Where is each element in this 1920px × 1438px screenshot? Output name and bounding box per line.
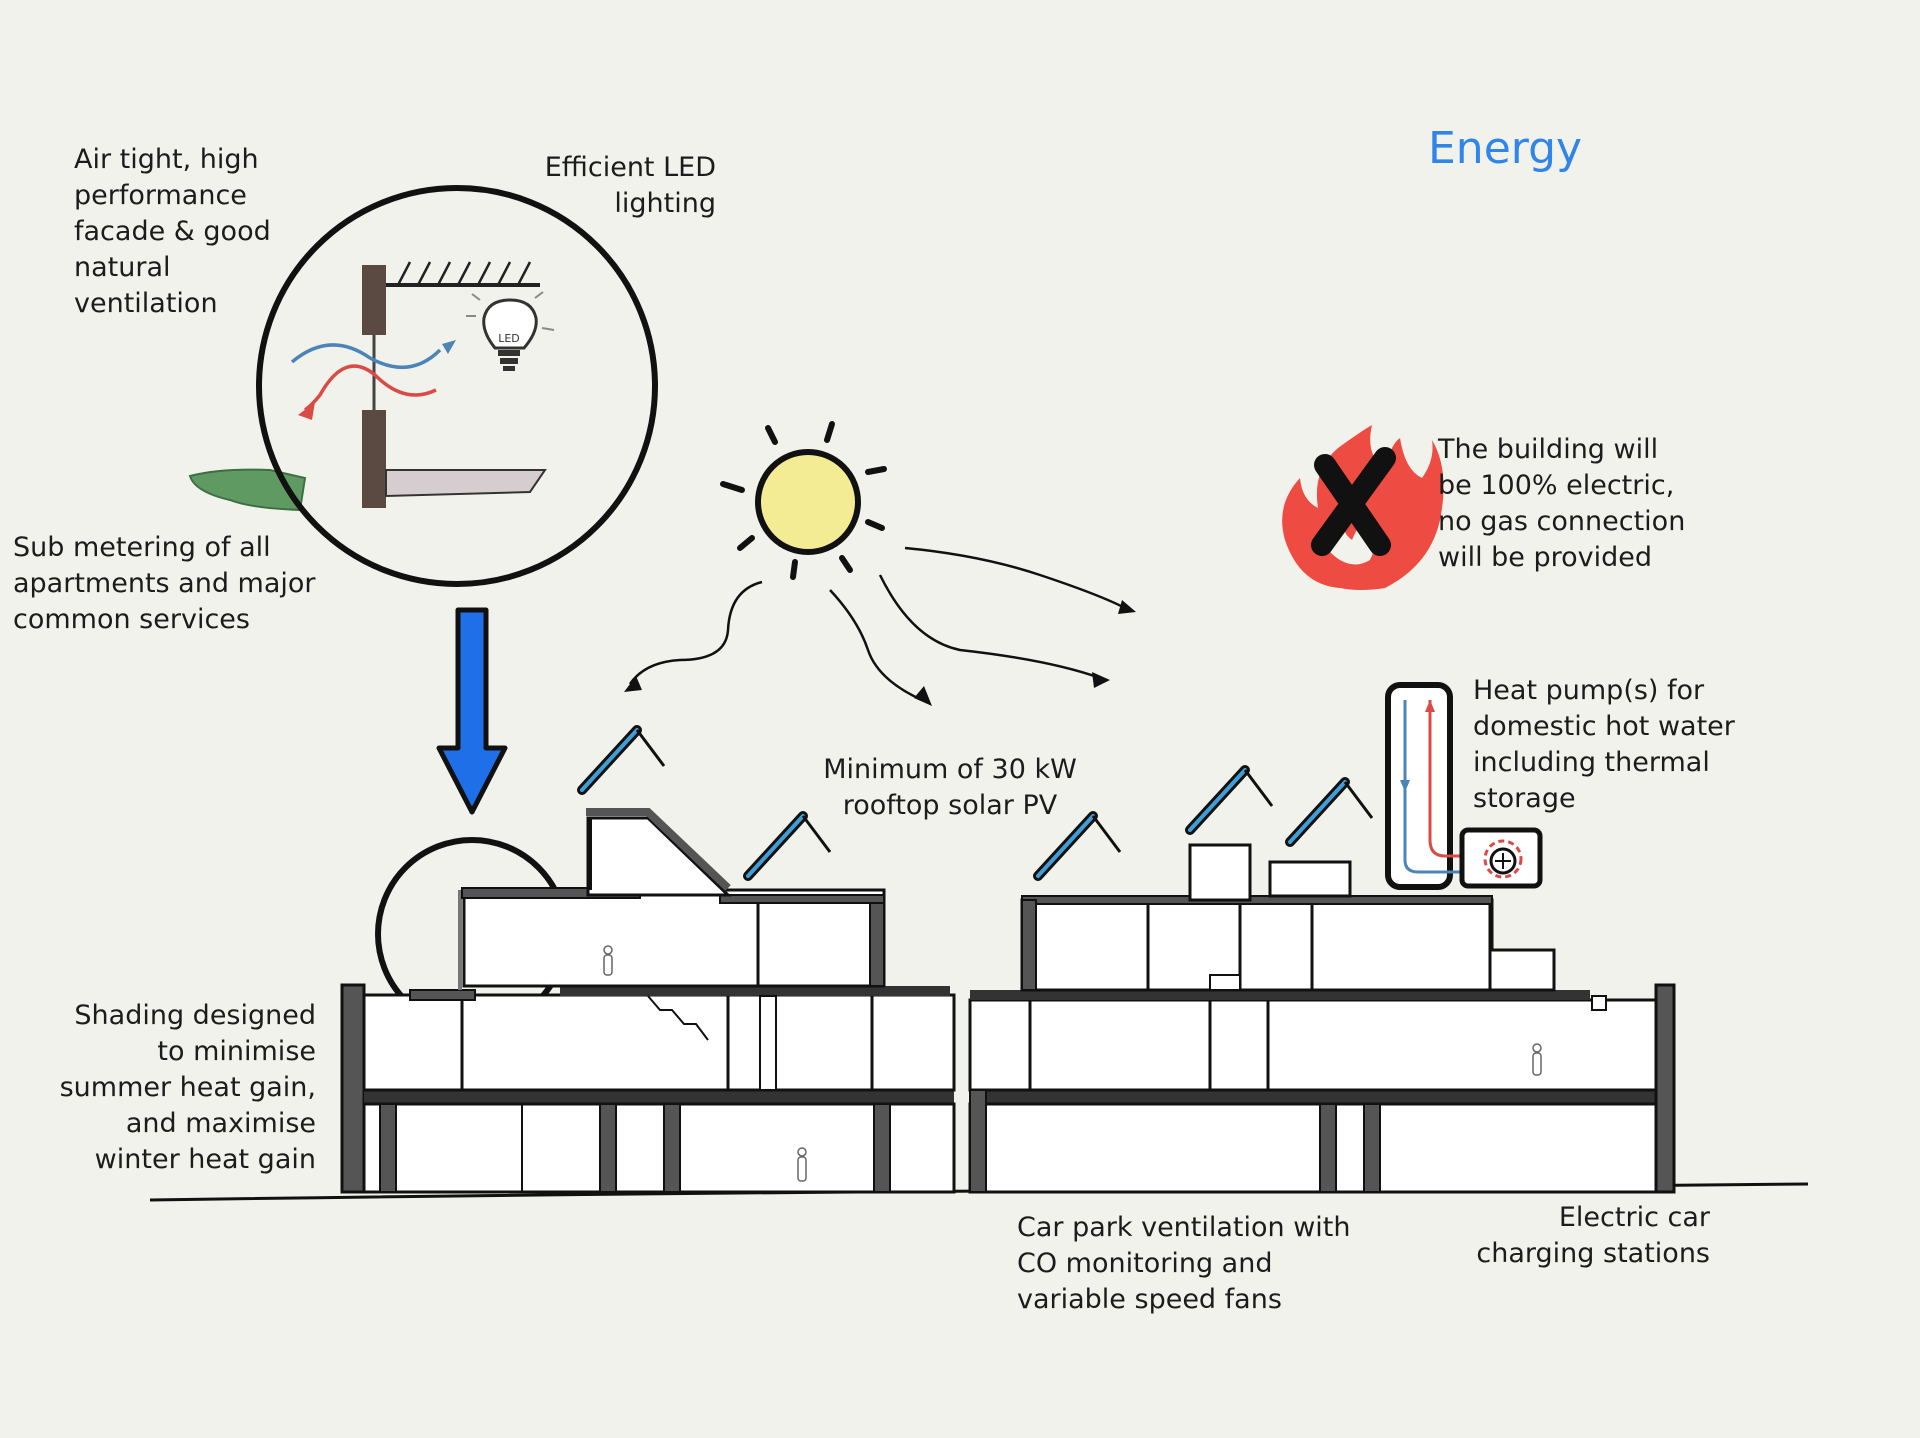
car-park-ventilation-label: Car park ventilation with CO monitoring … (1017, 1212, 1351, 1315)
floor-slab (385, 469, 547, 498)
facade-detail-callout: LED (188, 185, 658, 587)
ceiling-hatching (396, 261, 532, 286)
detail-circle (256, 185, 658, 587)
solar-pv-label: Minimum of 30 kW rooftop solar PV (823, 754, 1077, 821)
right-building-section (968, 843, 1676, 1194)
sun-ray-arrows (628, 546, 1126, 702)
sun-icon (720, 421, 887, 580)
facade-wall-upper (362, 265, 386, 335)
facade-label: Air tight, high performance facade & goo… (74, 144, 271, 319)
no-gas-flame-icon (1282, 425, 1444, 590)
diagram-title: Energy (1428, 123, 1583, 174)
all-electric-label: The building will be 100% electric, no g… (1438, 434, 1686, 573)
solar-panel-icon (577, 725, 1374, 881)
heat-pump-label: Heat pump(s) for domestic hot water incl… (1473, 675, 1735, 814)
ev-charging-label: Electric car charging stations (1476, 1202, 1710, 1269)
sub-metering-label: Sub metering of all apartments and major… (13, 532, 316, 635)
cool-air-arrow (290, 343, 442, 370)
led-lighting-label: Efficient LED lighting (544, 152, 716, 219)
led-bulb-icon: LED (466, 291, 555, 371)
led-bulb-text: LED (498, 332, 520, 345)
warm-air-arrow (303, 364, 437, 412)
ground-green-patch (188, 468, 307, 512)
person-figure-icon (603, 945, 1542, 1182)
left-building-section (340, 808, 956, 1194)
down-arrow-icon (436, 607, 508, 815)
shading-label: Shading designed to minimise summer heat… (59, 1000, 316, 1175)
heat-pump-icon (1385, 682, 1543, 890)
facade-wall-lower (362, 410, 386, 508)
